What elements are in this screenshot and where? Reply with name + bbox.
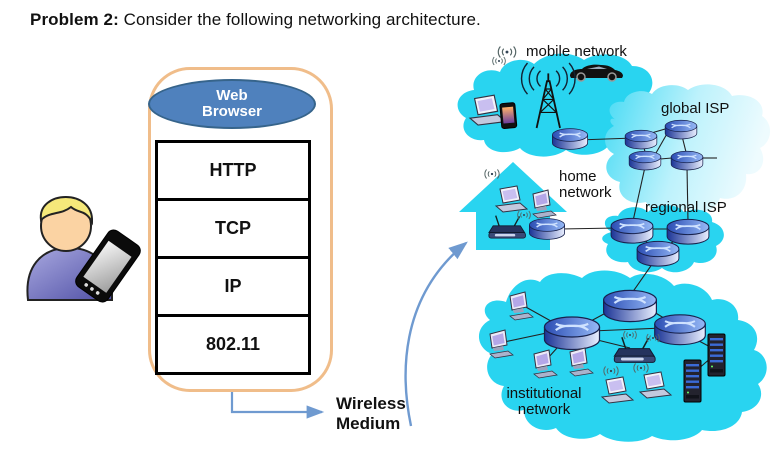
router-icon (528, 217, 566, 241)
protocol-layer-http: HTTP (158, 143, 308, 201)
router-icon (602, 289, 658, 323)
router-icon (610, 217, 654, 244)
page-title: Problem 2: Consider the following networ… (30, 10, 481, 30)
medium-to-home-arrow (404, 241, 468, 427)
global-isp-cloud (605, 84, 771, 214)
web-browser-oval: Web Browser (148, 79, 316, 129)
router-icon (653, 313, 707, 346)
router-icon (624, 129, 658, 150)
router-icon (551, 127, 589, 151)
web-browser-label: Web Browser (201, 87, 263, 120)
smartphone-icon (75, 229, 141, 303)
home-network-label: home network (559, 168, 612, 201)
router-icon (543, 315, 601, 351)
router-icon (628, 150, 662, 171)
server-icon (707, 333, 726, 377)
protocol-layer-ip: IP (158, 259, 308, 317)
protocol-layer-tcp: TCP (158, 201, 308, 259)
router-icon (664, 119, 698, 140)
smartphone-icon (499, 101, 518, 130)
title-prefix: Problem 2: (30, 10, 119, 29)
protocol-layer-80211: 802.11 (205, 334, 261, 354)
server-icon (683, 359, 702, 403)
wireless-medium-label: Wireless Medium (336, 394, 406, 433)
router-icon (636, 240, 680, 267)
mobile-network-label: mobile network (526, 43, 627, 60)
regional-isp-label: regional ISP (645, 199, 727, 216)
wifi-icon (497, 45, 517, 59)
global-isp-label: global ISP (661, 100, 730, 117)
wifi-icon (492, 56, 506, 66)
router-icon (666, 218, 710, 245)
mobile-network-cloud (457, 53, 655, 157)
title-text: Consider the following networking archit… (118, 10, 481, 29)
protocol-stack: HTTP TCP IP 802.11 (155, 140, 311, 375)
institutional-network-label: institutional network (506, 385, 582, 418)
router-icon (670, 150, 704, 171)
